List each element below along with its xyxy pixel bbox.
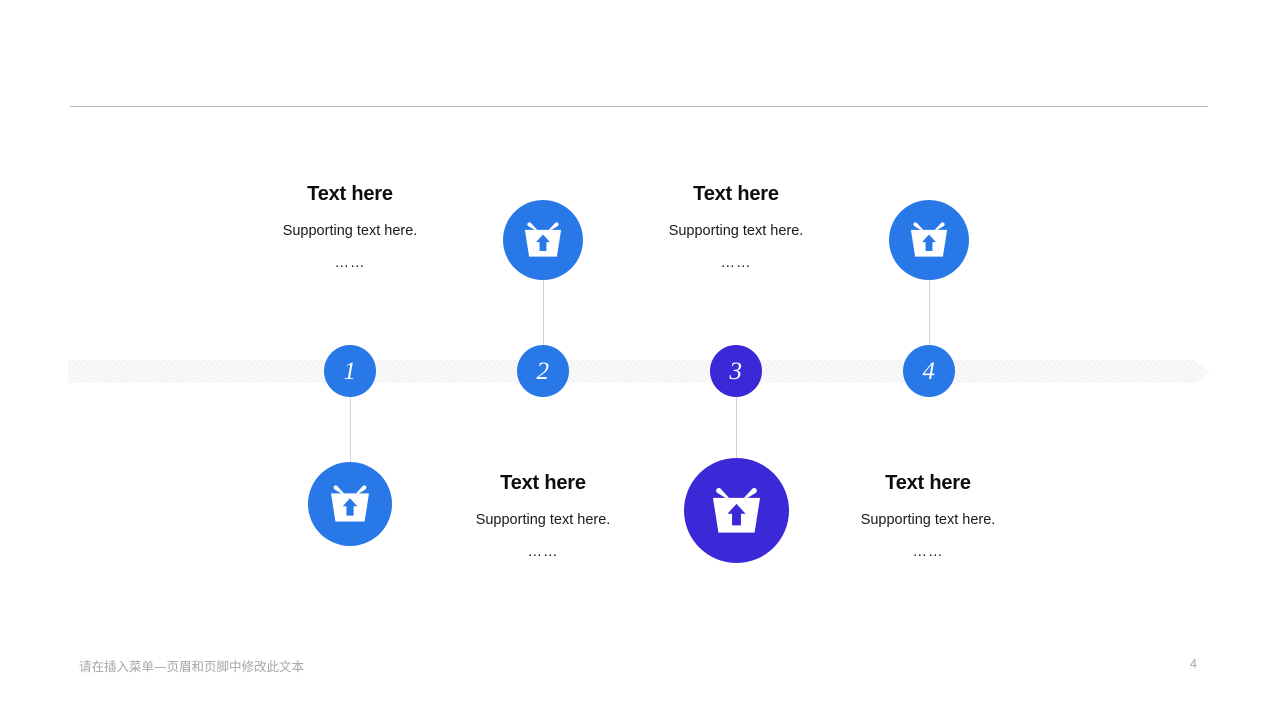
step-text-block-3: Text here Supporting text here. …… [606, 182, 866, 271]
step-number-1: 1 [343, 357, 357, 385]
connector-line-step-2 [543, 279, 544, 345]
step-number-3: 3 [729, 357, 743, 385]
connector-line-step-1 [350, 397, 351, 463]
step-support-4: Supporting text here. [860, 512, 996, 528]
step-node-4[interactable]: 4 [903, 345, 955, 397]
timeline-arrow-bar [68, 360, 1210, 383]
step-icon-circle-4[interactable] [889, 200, 969, 280]
step-number-4: 4 [922, 357, 936, 385]
top-divider-rule [70, 106, 1208, 107]
step-node-3[interactable]: 3 [710, 345, 762, 397]
step-heading-1: Text here [307, 183, 393, 205]
basket-upload-icon [522, 220, 564, 260]
step-dots-3: …… [720, 254, 752, 271]
step-support-1: Supporting text here. [282, 223, 418, 239]
timeline-bar-texture [68, 360, 1210, 383]
step-dots-1: …… [334, 254, 366, 271]
step-dots-4: …… [912, 543, 944, 560]
basket-upload-icon [908, 220, 950, 260]
step-heading-3: Text here [693, 183, 779, 205]
footer-text: 请在插入菜单—页眉和页脚中修改此文本 [79, 659, 305, 674]
step-number-2: 2 [536, 357, 550, 385]
step-support-2: Supporting text here. [475, 512, 611, 528]
basket-upload-icon [709, 485, 764, 537]
step-heading-2: Text here [500, 472, 586, 494]
connector-line-step-3 [736, 397, 737, 459]
step-node-1[interactable]: 1 [324, 345, 376, 397]
step-heading-4: Text here [885, 472, 971, 494]
step-support-3: Supporting text here. [668, 223, 804, 239]
page-number: 4 [1190, 657, 1197, 671]
step-text-block-4: Text here Supporting text here. …… [798, 471, 1058, 560]
basket-upload-icon [328, 483, 372, 525]
step-icon-circle-2[interactable] [503, 200, 583, 280]
step-dots-2: …… [527, 543, 559, 560]
connector-line-step-4 [929, 279, 930, 345]
step-text-block-2: Text here Supporting text here. …… [413, 471, 673, 560]
step-text-block-1: Text here Supporting text here. …… [220, 182, 480, 271]
step-icon-circle-1[interactable] [308, 462, 392, 546]
step-icon-circle-3[interactable] [684, 458, 789, 563]
step-node-2[interactable]: 2 [517, 345, 569, 397]
